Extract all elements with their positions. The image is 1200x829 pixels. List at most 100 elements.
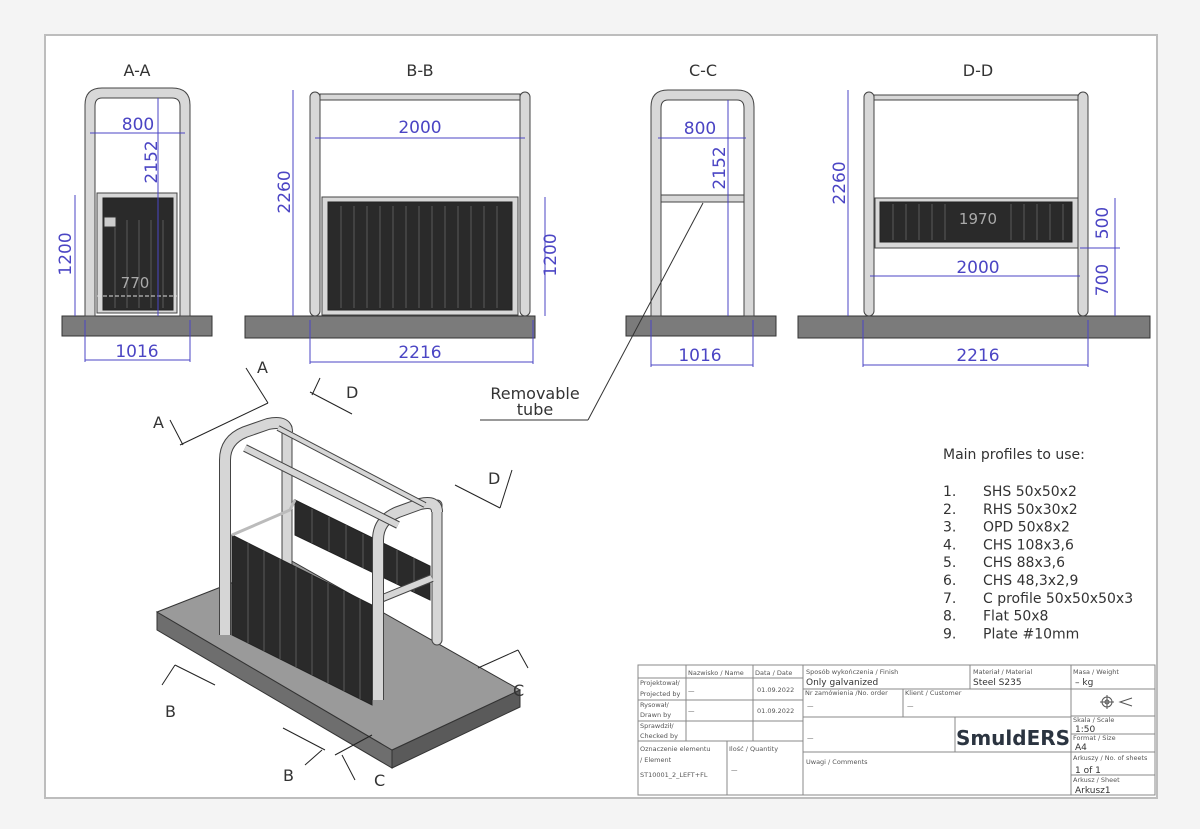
- latch: [103, 216, 117, 228]
- profile-name: CHS 88x3,6: [983, 555, 1065, 571]
- dim-base: 1016: [678, 346, 721, 366]
- finish-value: Only galvanized: [806, 678, 878, 688]
- dim-width: 800: [684, 119, 716, 139]
- ground-slab: [625, 315, 777, 337]
- description-value: —: [807, 734, 814, 742]
- dim-panel-height: 500: [1093, 207, 1113, 239]
- profile-number: 9.: [943, 626, 956, 642]
- sheet-label: Arkusz / Sheet: [1073, 776, 1120, 784]
- dim-base: 1016: [115, 342, 158, 362]
- section-marker-c: C: [374, 771, 385, 790]
- finish-label: Sposób wykończenia / Finish: [806, 668, 898, 676]
- profile-number: 4.: [943, 537, 956, 553]
- view-label: D-D: [963, 61, 993, 80]
- left-post: [309, 91, 321, 317]
- profile-number: 6.: [943, 573, 956, 589]
- dim-width: 800: [122, 115, 154, 135]
- section-marker-d: D: [346, 383, 358, 402]
- weight-label: Masa / Weight: [1073, 668, 1119, 676]
- profile-name: OPD 50x8x2: [983, 520, 1070, 536]
- scale-value: 1:50: [1075, 725, 1095, 735]
- dim-width: 2000: [956, 258, 999, 278]
- front-right-arch: [373, 498, 442, 700]
- right-post: [1077, 91, 1089, 317]
- section-marker-b: B: [165, 702, 176, 721]
- section-marker-a: A: [153, 413, 164, 432]
- customer-label: Klient / Customer: [905, 689, 962, 697]
- isometric-view: [155, 417, 522, 769]
- sheets-value: 1 of 1: [1075, 766, 1101, 776]
- profile-number: 3.: [943, 520, 956, 536]
- profile-name: CHS 108x3,6: [983, 537, 1074, 553]
- dim-gate-height: 1200: [541, 233, 561, 276]
- middle-tube: [376, 575, 434, 603]
- top-rail: [873, 94, 1079, 101]
- size-label: Format / Size: [1073, 734, 1116, 742]
- dim-height: 2260: [275, 170, 295, 213]
- material-label: Materiał / Material: [973, 668, 1032, 676]
- sheets-label: Arkuszy / No. of sheets: [1073, 754, 1148, 762]
- removable-tube: [660, 194, 745, 203]
- customer-value: —: [907, 702, 914, 710]
- smulders-logo: SmuldERS: [956, 726, 1070, 750]
- profile-name: CHS 48,3x2,9: [983, 573, 1078, 589]
- arch-frame: [84, 87, 191, 317]
- top-rail-back: [277, 426, 426, 507]
- profile-number: 1.: [943, 484, 956, 500]
- ground-slab: [244, 315, 536, 339]
- dim-height: 2152: [710, 146, 730, 189]
- removable-tube-callout: Removable tube: [480, 202, 704, 421]
- title-block: Nazwisko / Name Data / Date Projektował/…: [637, 664, 1156, 796]
- profile-number: 7.: [943, 591, 956, 607]
- callout-line-2: tube: [517, 400, 553, 419]
- ground-slab: [61, 315, 213, 337]
- projected-by-value: —: [688, 687, 695, 695]
- dim-base: 2216: [398, 343, 441, 363]
- view-label: C-C: [689, 61, 717, 80]
- profiles-list: Main profiles to use: 1.SHS 50x50x22.RHS…: [943, 447, 1133, 642]
- section-markers: [161, 367, 529, 781]
- profile-name: Flat 50x8: [983, 609, 1048, 625]
- front-panel: [231, 534, 373, 706]
- projection-symbol-icon: [1100, 695, 1133, 709]
- view-c-c: C-C 800 2152 1016: [625, 61, 777, 367]
- dim-gate-height: 1200: [56, 232, 76, 275]
- comments-label: Uwagi / Comments: [806, 758, 868, 766]
- view-label: A-A: [124, 61, 151, 80]
- dim-gate-width: 770: [121, 274, 150, 292]
- weight-value: – kg: [1075, 678, 1093, 688]
- view-a-a: A-A 770 800 2152 1200 1016: [56, 61, 213, 362]
- projected-by-label-en: Projected by: [640, 690, 681, 698]
- element-value: ST10001_2_LEFT+FL: [640, 771, 708, 779]
- view-label: B-B: [406, 61, 433, 80]
- left-post: [863, 91, 875, 317]
- size-value: A4: [1075, 743, 1087, 753]
- material-value: Steel S235: [973, 678, 1022, 688]
- dim-base: 2216: [956, 346, 999, 366]
- quantity-label: Ilość / Quantity: [729, 745, 778, 753]
- profile-number: 5.: [943, 555, 956, 571]
- quantity-value: —: [731, 766, 738, 774]
- profile-name: Plate #10mm: [983, 626, 1079, 642]
- front-left-arch: [220, 418, 292, 635]
- checked-by-label-en: Checked by: [640, 732, 678, 740]
- section-marker-d: D: [488, 469, 500, 488]
- section-marker-c: C: [513, 681, 524, 700]
- drawn-by-label-en: Drawn by: [640, 711, 671, 719]
- profile-name: C profile 50x50x50x3: [983, 591, 1133, 607]
- ground-slab: [797, 315, 1151, 339]
- dim-width: 2000: [398, 118, 441, 138]
- section-marker-a: A: [257, 358, 268, 377]
- arch-frame: [650, 89, 755, 317]
- name-header: Nazwisko / Name: [688, 669, 744, 677]
- element-label-en: / Element: [640, 756, 672, 764]
- element-label: Oznaczenie elementu: [640, 745, 711, 753]
- profile-number: 2.: [943, 502, 956, 518]
- scale-label: Skala / Scale: [1073, 716, 1114, 724]
- dim-height: 2152: [142, 140, 162, 183]
- dim-clearance: 700: [1093, 264, 1113, 296]
- drawn-by-label: Rysował/: [640, 701, 670, 709]
- view-b-b: B-B 2260 2000 1200 2216: [244, 61, 561, 364]
- date-header: Data / Date: [755, 669, 792, 677]
- gate-panel: [327, 201, 513, 311]
